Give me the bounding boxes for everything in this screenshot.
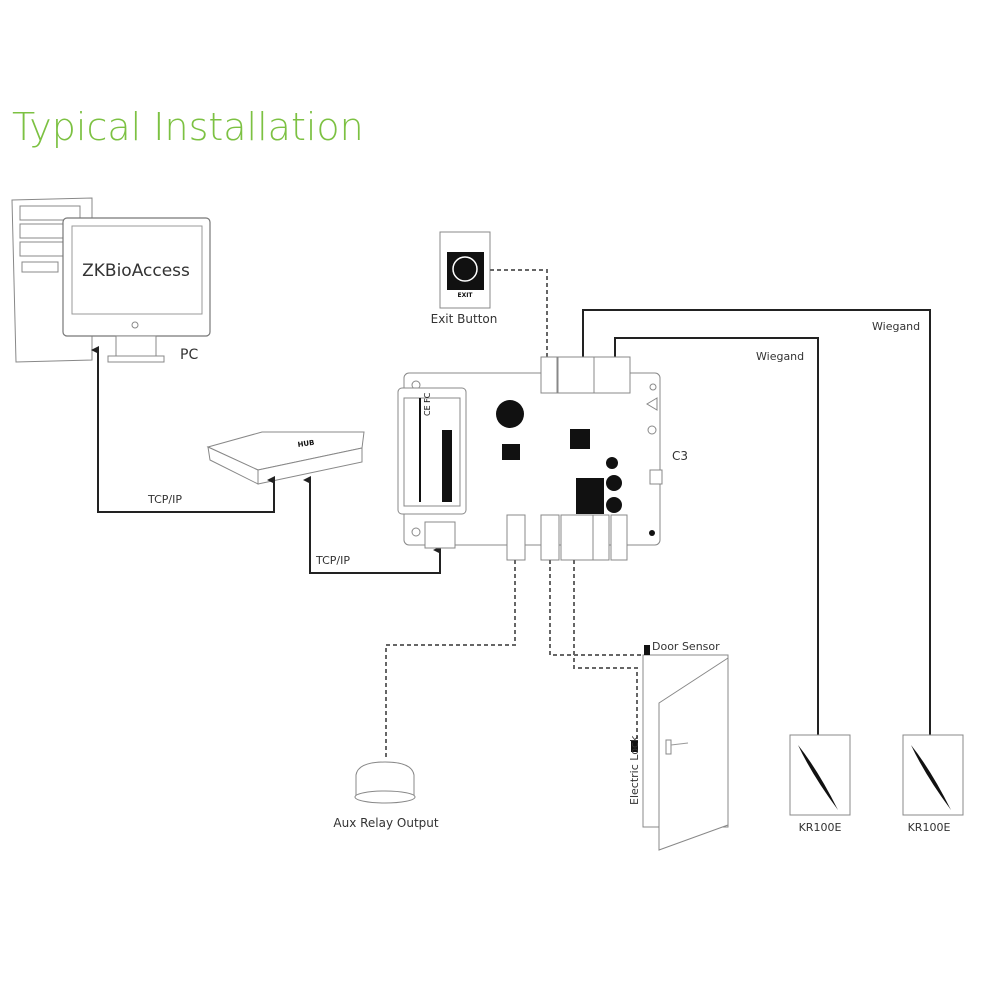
- wiegand-wire-inner: [614, 337, 819, 735]
- aux-relay-siren: Aux Relay Output: [333, 761, 439, 830]
- reader-label: KR100E: [799, 821, 842, 834]
- page-title: Typical Installation: [12, 105, 364, 149]
- controller-label: C3: [672, 449, 688, 463]
- tcpip-link-hub-controller: [303, 476, 441, 574]
- certification-marks: CE FC: [423, 392, 432, 416]
- aux-relay-wire: [385, 560, 516, 760]
- wiegand-wire-outer: [582, 309, 931, 735]
- card-reader-1: KR100E: [789, 734, 851, 834]
- door-sensor-label: Door Sensor: [652, 640, 720, 653]
- c3-controller-board: CE FC C3: [397, 356, 688, 561]
- hub-label: HUB: [297, 439, 315, 449]
- card-reader-2: KR100E: [902, 734, 964, 834]
- reader-label: KR100E: [908, 821, 951, 834]
- door-sensor-icon: [644, 645, 650, 655]
- tcpip-link-pc-hub: [91, 346, 275, 513]
- pc-label: PC: [180, 347, 198, 363]
- door-illustration: Door Sensor Electric Lock: [628, 640, 729, 851]
- exit-button-wire: [490, 269, 548, 357]
- pc-illustration: ZKBioAccess PC: [11, 197, 211, 363]
- software-name: ZKBioAccess: [82, 261, 190, 281]
- electric-lock-wire: [573, 560, 638, 740]
- wiegand-label-inner: Wiegand: [756, 350, 804, 363]
- hub-illustration: HUB: [206, 431, 365, 485]
- aux-relay-label: Aux Relay Output: [333, 816, 438, 830]
- electric-lock-icon: [631, 740, 638, 752]
- exit-button-device: EXIT Exit Button: [431, 231, 498, 326]
- electric-lock-label: Electric Lock: [628, 735, 641, 805]
- tcpip-label-2: TCP/IP: [315, 554, 350, 567]
- exit-button-label: Exit Button: [431, 312, 498, 326]
- tcpip-label-1: TCP/IP: [147, 493, 182, 506]
- door-sensor-wire: [549, 560, 643, 656]
- exit-face-label: EXIT: [457, 292, 473, 299]
- wiegand-label-outer: Wiegand: [872, 320, 920, 333]
